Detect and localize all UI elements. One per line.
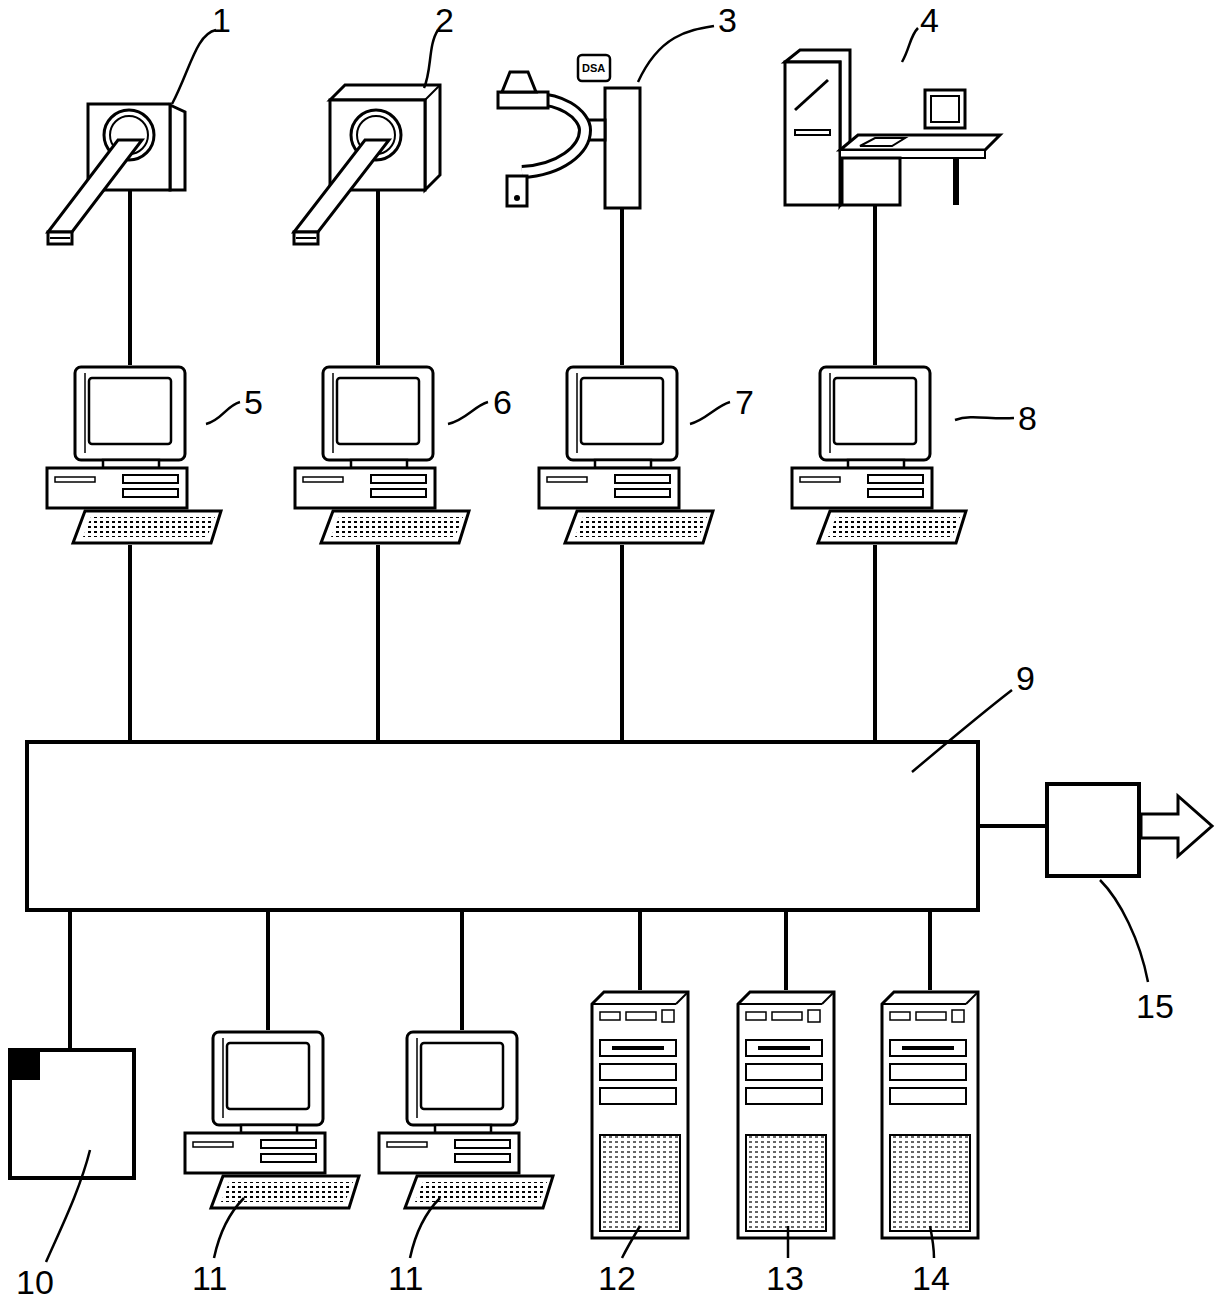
callout-number: 13	[766, 1258, 804, 1298]
callout-number: 12	[598, 1258, 636, 1298]
device-box: 10	[8, 1048, 136, 1180]
callout-number: 9	[1016, 658, 1035, 698]
callout-number: 3	[718, 0, 737, 40]
connector-line	[130, 190, 131, 365]
connector-line	[930, 912, 931, 990]
workstation: 6	[293, 365, 473, 545]
gateway-box: 15	[1045, 782, 1141, 878]
callout-number: 6	[493, 382, 512, 422]
callout-number: 14	[912, 1258, 950, 1298]
workstation: 11	[183, 1030, 363, 1210]
server: 13	[736, 990, 836, 1240]
scanner: 1	[45, 100, 185, 190]
connector-line	[268, 912, 269, 1030]
connector-line	[640, 912, 641, 990]
callout-number: 11	[192, 1258, 227, 1298]
connector-line	[378, 190, 379, 365]
callout-number: 10	[16, 1262, 54, 1302]
connector-line	[70, 912, 71, 1048]
connector-line	[130, 545, 131, 740]
workstation: 5	[45, 365, 225, 545]
server: 12	[590, 990, 690, 1240]
connector-line	[462, 912, 463, 1030]
imaging-modality: 4	[785, 50, 1000, 205]
connector-line	[378, 545, 379, 740]
workstation: 8	[790, 365, 970, 545]
scanner: 2	[290, 85, 440, 190]
callout-number: 2	[435, 0, 454, 40]
workstation: 11	[377, 1030, 557, 1210]
callout-number: 5	[244, 382, 263, 422]
connector-line	[622, 545, 623, 740]
workstation: 7	[537, 365, 717, 545]
device-label: DSA	[582, 61, 605, 75]
callout-number: 11	[388, 1258, 423, 1298]
server: 14	[880, 990, 980, 1240]
callout-number: 4	[920, 0, 939, 40]
callout-number: 8	[1018, 398, 1037, 438]
connector-line	[786, 912, 787, 990]
angiography-unit: 3	[495, 55, 645, 208]
connector-line	[622, 208, 623, 365]
connector-line	[875, 205, 876, 365]
connector-line	[980, 826, 1045, 827]
callout-number: 15	[1136, 986, 1174, 1026]
callout-number: 1	[212, 0, 231, 40]
callout-number: 7	[735, 382, 754, 422]
network-bus: 9	[25, 740, 980, 912]
connector-line	[875, 545, 876, 740]
